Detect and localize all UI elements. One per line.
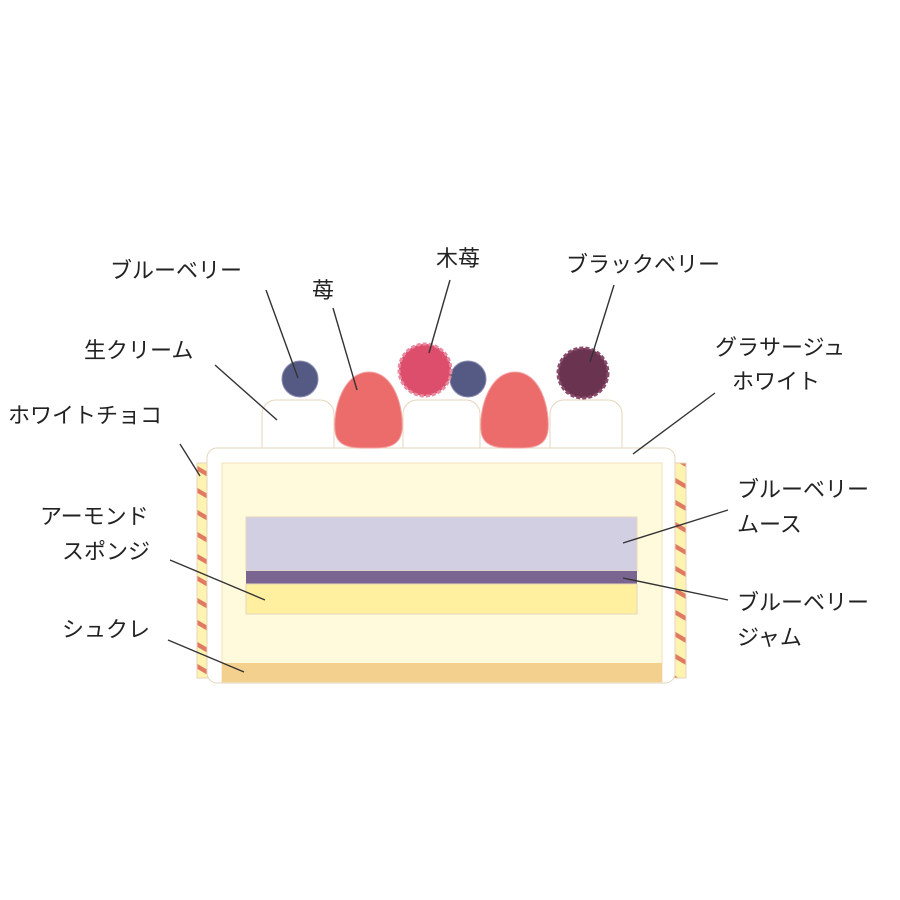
label-mousse-2: ムース bbox=[737, 513, 802, 538]
label-glacage-2: ホワイト bbox=[732, 370, 820, 395]
label-fresh-cream: 生クリーム bbox=[84, 339, 193, 364]
blueberry-icon bbox=[449, 360, 487, 398]
label-sucre: シュクレ bbox=[62, 618, 150, 643]
strawberry-icon bbox=[334, 371, 403, 449]
label-glacage-1: グラサージュ bbox=[715, 336, 845, 361]
white-choco-right bbox=[673, 462, 687, 679]
jam-layer bbox=[246, 571, 637, 584]
strawberry-icon bbox=[480, 371, 549, 449]
label-blackberry: ブラックベリー bbox=[566, 253, 720, 278]
blueberry-icon bbox=[281, 360, 319, 398]
label-jam-2: ジャム bbox=[737, 626, 802, 651]
mousse-layer bbox=[245, 516, 638, 572]
label-mousse-1: ブルーベリー bbox=[737, 478, 869, 503]
label-white-choco: ホワイトチョコ bbox=[8, 404, 162, 429]
almond-sponge-layer bbox=[245, 583, 638, 615]
blackberry-icon bbox=[556, 346, 610, 400]
label-raspberry: 木苺 bbox=[436, 247, 480, 272]
label-almond-2: スポンジ bbox=[62, 540, 150, 565]
label-jam-1: ブルーベリー bbox=[737, 591, 869, 616]
sucre-layer bbox=[222, 663, 662, 682]
label-blueberry: ブルーベリー bbox=[110, 259, 242, 284]
label-almond-1: アーモンド bbox=[40, 505, 149, 530]
label-strawberry: 苺 bbox=[312, 279, 334, 304]
white-choco-left bbox=[196, 462, 209, 679]
raspberry-icon bbox=[397, 342, 453, 398]
